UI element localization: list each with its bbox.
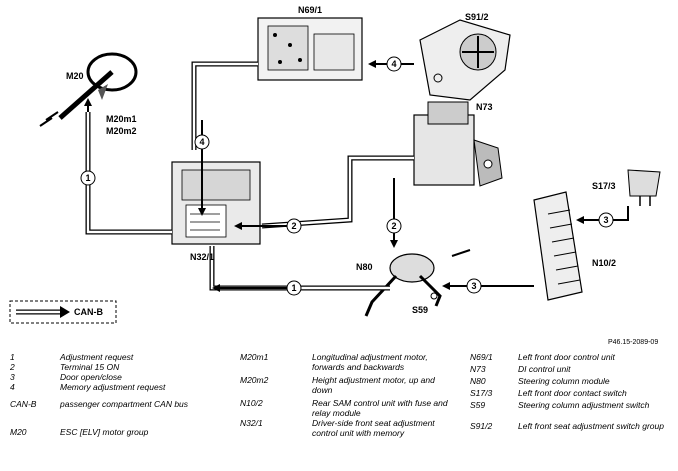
rear-sam-n10-2 xyxy=(533,191,583,301)
legend-description: DI control unit xyxy=(518,364,571,374)
legend-description: Steering column module xyxy=(518,376,610,386)
signal-circle-1-left: 1 xyxy=(80,170,96,186)
label-n69-1: N69/1 xyxy=(298,5,322,15)
legend-code: 1 xyxy=(10,352,15,362)
signal-circle-2-down: 2 xyxy=(386,218,402,234)
steering-column-m20 xyxy=(39,52,138,127)
signal-circle-3-right: 3 xyxy=(598,212,614,228)
label-n80: N80 xyxy=(356,262,373,272)
legend-description: Door open/close xyxy=(60,372,122,382)
svg-text:2: 2 xyxy=(291,221,296,231)
reference-code: P46.15-2089-09 xyxy=(608,339,658,346)
seat-switch-group-s91-2 xyxy=(419,19,511,101)
di-control-unit-n73 xyxy=(413,101,503,187)
legend-description: Memory adjustment request xyxy=(60,382,166,392)
legend-code: CAN-B xyxy=(10,399,37,409)
signal-circle-1-low: 1 xyxy=(286,280,302,296)
legend: 1 Adjustment request 2 Terminal 15 ON 3 Door … xyxy=(0,350,678,471)
label-n73: N73 xyxy=(476,102,493,112)
label-s59: S59 xyxy=(412,305,428,315)
legend-code: S91/2 xyxy=(470,421,493,431)
label-n10-2: N10/2 xyxy=(592,258,616,268)
seat-control-unit-n32-1 xyxy=(171,161,261,245)
legend-code: 4 xyxy=(10,382,15,392)
label-m20m1: M20m1 xyxy=(106,114,137,124)
legend-code: M20m1 xyxy=(240,352,269,362)
legend-description: Longitudinal adjustment motor, forwards … xyxy=(312,352,428,372)
legend-code: M20m2 xyxy=(240,375,269,385)
svg-text:1: 1 xyxy=(85,173,90,183)
can-b-line-n73 xyxy=(261,155,414,229)
label-s17-3: S17/3 xyxy=(592,181,616,191)
legend-description: Left front door control unit xyxy=(518,352,615,362)
svg-text:1: 1 xyxy=(291,283,296,293)
signal-circle-2-mid: 2 xyxy=(286,218,302,234)
svg-text:2: 2 xyxy=(391,221,396,231)
legend-description: Terminal 15 ON xyxy=(60,362,120,372)
legend-description: passenger compartment CAN bus xyxy=(60,399,189,409)
legend-code: S17/3 xyxy=(470,388,493,398)
legend-code: 2 xyxy=(10,362,15,372)
steering-column-module-n80 xyxy=(364,249,471,317)
legend-description: Driver-side front seat adjustment contro… xyxy=(312,418,435,438)
svg-text:4: 4 xyxy=(391,59,396,69)
legend-description: Left front seat adjustment switch group xyxy=(518,421,664,431)
label-m20: M20 xyxy=(66,71,84,81)
signal-circle-4-right: 4 xyxy=(386,56,402,72)
svg-text:4: 4 xyxy=(199,137,204,147)
svg-text:3: 3 xyxy=(603,215,608,225)
door-control-unit-n69-1 xyxy=(257,17,363,81)
legend-code: N69/1 xyxy=(470,352,493,362)
arrow-3-upper xyxy=(576,206,629,224)
label-m20m2: M20m2 xyxy=(106,126,137,136)
can-b-line-top xyxy=(191,61,258,150)
label-s91-2: S91/2 xyxy=(465,12,489,22)
signal-circle-4-top: 4 xyxy=(194,134,210,150)
can-b-key: CAN-B xyxy=(9,300,117,324)
legend-code: M20 xyxy=(10,427,27,437)
svg-text:CAN-B: CAN-B xyxy=(74,307,103,317)
legend-description: Rear SAM control unit with fuse and rela… xyxy=(312,398,448,418)
legend-code: S59 xyxy=(470,400,486,410)
legend-code: N80 xyxy=(470,376,486,386)
legend-description: Steering column adjustment switch xyxy=(518,400,650,410)
wiring-diagram: 1 4 4 2 2 3 3 1 N69/1 S91/2 M20 M20m1 M2… xyxy=(9,5,661,346)
legend-code: N32/1 xyxy=(240,418,263,428)
legend-description: ESC [ELV] motor group xyxy=(60,427,149,437)
legend-description: Adjustment request xyxy=(60,352,134,362)
legend-code: N73 xyxy=(470,364,486,374)
door-contact-switch-s17-3 xyxy=(627,169,661,206)
legend-code: 3 xyxy=(10,372,15,382)
label-n32-1: N32/1 xyxy=(190,252,214,262)
legend-description: Left front door contact switch xyxy=(518,388,627,398)
signal-circle-3-low: 3 xyxy=(466,278,482,294)
legend-code: N10/2 xyxy=(240,398,263,408)
legend-description: Height adjustment motor, up and down xyxy=(312,375,435,395)
svg-text:3: 3 xyxy=(471,281,476,291)
can-b-line-left xyxy=(85,112,172,235)
